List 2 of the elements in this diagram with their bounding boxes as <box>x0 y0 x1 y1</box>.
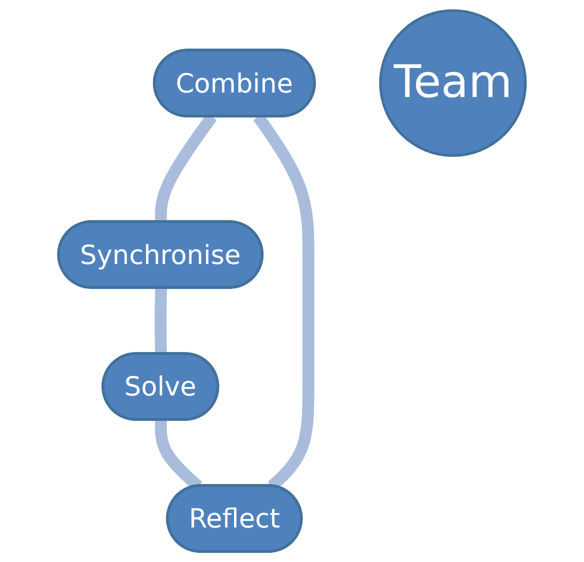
connector <box>154 288 167 354</box>
node-circle: Team <box>379 9 527 157</box>
